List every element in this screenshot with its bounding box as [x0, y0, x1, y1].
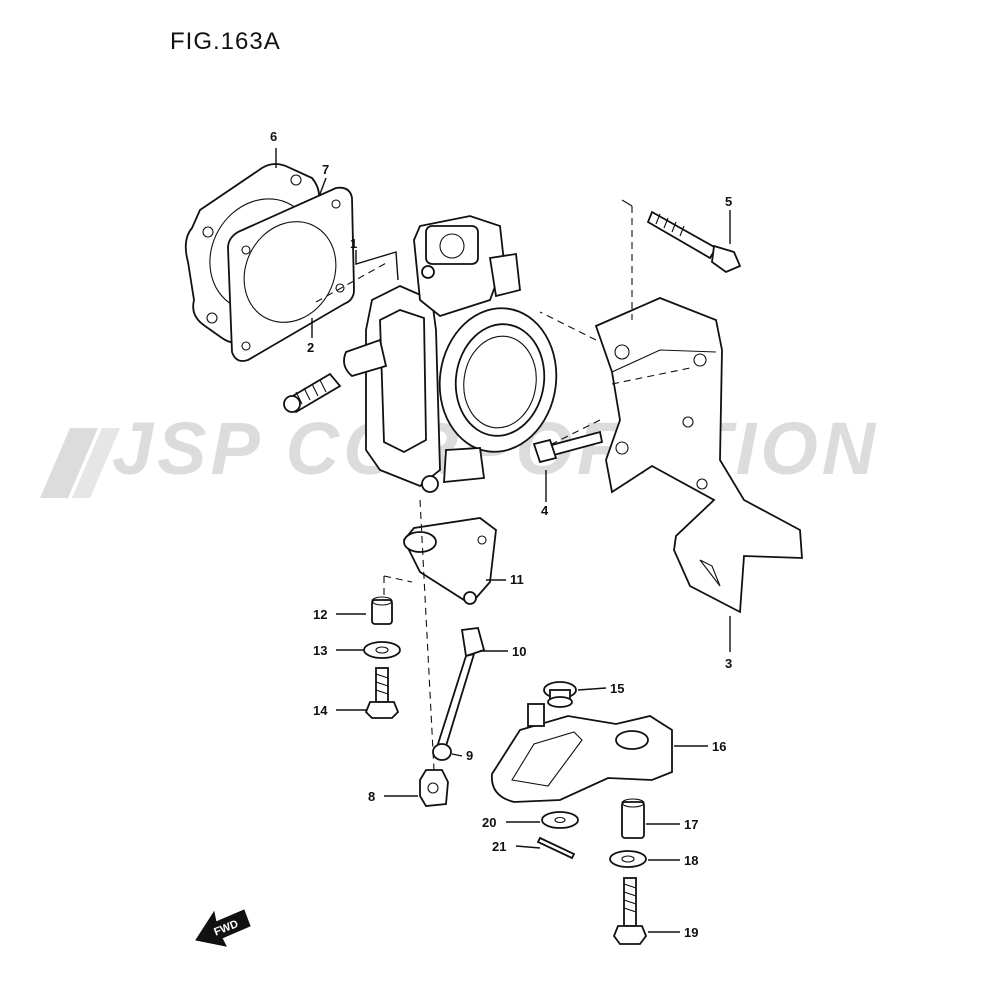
part-7-gasket-plate [227, 186, 355, 362]
part-4-bolt [532, 430, 604, 464]
part-17-collar [621, 798, 645, 839]
callout-8: 8 [368, 789, 375, 804]
callout-16: 16 [712, 739, 726, 754]
callout-14: 14 [313, 703, 328, 718]
callout-labels: 6 7 1 2 4 5 3 11 12 13 14 10 9 8 15 16 2… [270, 129, 732, 940]
callout-15: 15 [610, 681, 624, 696]
part-18-washer [609, 850, 647, 868]
callout-6: 6 [270, 129, 277, 144]
callout-4: 4 [541, 503, 549, 518]
part-5-bolt [646, 210, 742, 274]
part-11-lever [402, 517, 497, 605]
callout-19: 19 [684, 925, 698, 940]
part-9-nut [432, 743, 452, 761]
part-2-screw [283, 372, 342, 414]
watermark-logo-icon [40, 428, 120, 498]
part-12-collar [371, 596, 393, 625]
part-13-washer [363, 641, 401, 659]
callout-12: 12 [313, 607, 327, 622]
part-8-ball-joint [419, 769, 449, 807]
callout-2: 2 [307, 340, 314, 355]
callout-5: 5 [725, 194, 732, 209]
part-16-lever [491, 703, 673, 803]
part-14-bolt [364, 667, 400, 719]
callout-13: 13 [313, 643, 327, 658]
callout-7: 7 [322, 162, 329, 177]
callout-17: 17 [684, 817, 698, 832]
callout-1: 1 [350, 236, 357, 251]
callout-11: 11 [510, 572, 524, 587]
part-15-collar [543, 681, 577, 708]
callout-3: 3 [725, 656, 732, 671]
leader-lines [275, 148, 731, 933]
part-10-rod [436, 627, 486, 748]
part-20-washer [541, 811, 579, 829]
part-19-bolt [612, 877, 648, 945]
callout-20: 20 [482, 815, 496, 830]
part-21-cotter-pin [536, 836, 576, 860]
callout-9: 9 [466, 748, 473, 763]
assembly-guide-lines [315, 199, 691, 771]
callout-10: 10 [512, 644, 526, 659]
figure-title: FIG.163A [170, 28, 281, 55]
part-3-bracket [594, 297, 803, 614]
fwd-arrow-icon: FWD [195, 909, 251, 947]
callout-21: 21 [492, 839, 506, 854]
callout-18: 18 [684, 853, 698, 868]
part-1-throttle-body [343, 215, 558, 493]
